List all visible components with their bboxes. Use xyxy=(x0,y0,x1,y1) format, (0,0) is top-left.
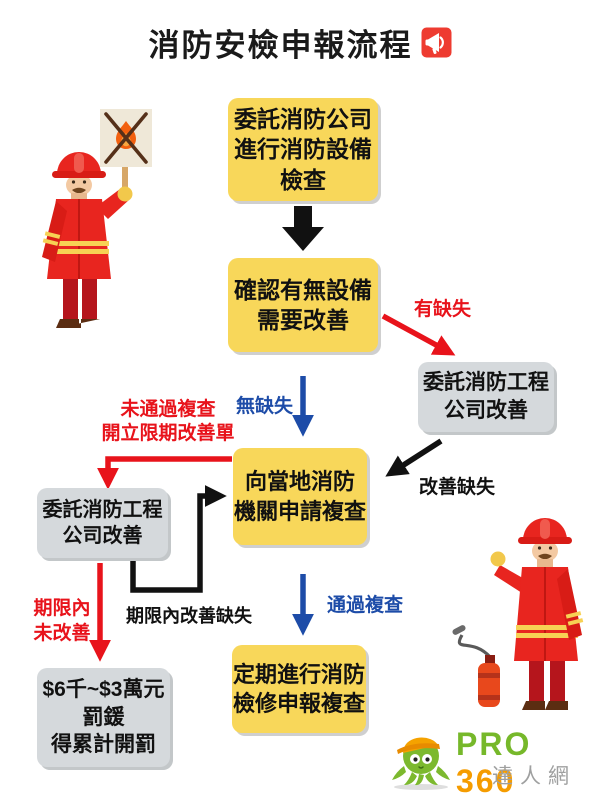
box-text: 定期進行消防 xyxy=(232,661,365,687)
firefighter-right-illustration xyxy=(452,518,584,710)
label-improve-defect: 改善缺失 xyxy=(419,477,496,498)
box-text: 需要改善 xyxy=(257,307,349,333)
octopus-mascot-icon xyxy=(392,737,450,790)
arrow-improve-defect xyxy=(385,438,443,477)
pro360-logo: PRO 360 達人網 xyxy=(388,710,593,799)
label-fixed-in-time: 期限內改善缺失 xyxy=(126,606,252,626)
box-text: 委託消防公司 xyxy=(234,105,372,132)
firefighter-left-figure xyxy=(42,152,133,328)
firefighter-left-illustration xyxy=(42,109,152,328)
flow-box-periodic-review: 定期進行消防 檢修申報複查 xyxy=(232,645,366,733)
flow-box-fine: $6千~$3萬元 罰鍰 得累計開罰 xyxy=(37,668,170,767)
label-has-defect: 有缺失 xyxy=(414,299,472,320)
label-line: 未改善 xyxy=(33,623,91,644)
box-text: 檢查 xyxy=(280,166,326,193)
box-text: 確認有無設備 xyxy=(234,276,372,303)
fire-extinguisher xyxy=(452,625,500,707)
flow-box-apply-review: 向當地消防 機關申請複查 xyxy=(233,448,367,545)
flow-box-confirm-defect: 確認有無設備 需要改善 xyxy=(228,258,378,352)
label-line: 未通過複查 xyxy=(120,399,216,420)
logo-pro-text: PRO xyxy=(456,726,532,762)
firefighter-right-figure xyxy=(490,518,584,710)
logo-wordmark: PRO 360 xyxy=(456,726,593,800)
box-text: 公司改善 xyxy=(444,399,528,422)
box-text: 進行消防設備 xyxy=(234,136,372,163)
box-text: 機關申請複查 xyxy=(233,498,366,524)
page-title: 消防安檢申報流程 xyxy=(148,28,413,63)
box-text: 公司改善 xyxy=(62,525,143,547)
label-line: 開立限期改善單 xyxy=(101,423,235,444)
no-fire-sign xyxy=(100,109,152,201)
label-fail-review: 未通過複查 開立限期改善單 xyxy=(93,398,243,446)
arrow-step1-to-step2 xyxy=(282,206,324,251)
flow-box-entrust-inspection: 委託消防公司 進行消防設備 檢查 xyxy=(228,98,378,201)
logo-360-text: 360 xyxy=(456,763,516,799)
logo-subtitle: 達人網 xyxy=(492,765,576,788)
megaphone-icon xyxy=(421,27,451,58)
flow-box-engineering-company-left: 委託消防工程 公司改善 xyxy=(37,488,168,558)
label-no-defect: 無缺失 xyxy=(236,396,294,417)
box-text: 檢修申報複查 xyxy=(232,691,365,716)
label-pass-review: 通過複查 xyxy=(327,595,404,616)
box-text: $6千~$3萬元 xyxy=(42,677,165,701)
box-text: 向當地消防 xyxy=(244,469,355,495)
label-line: 期限內 xyxy=(33,598,91,619)
label-overdue-not-fixed: 期限內 未改善 xyxy=(33,596,91,646)
header: 消防安檢申報流程 xyxy=(0,20,600,65)
box-text: 得累計開罰 xyxy=(51,733,156,757)
box-text: 委託消防工程 xyxy=(423,371,549,395)
arrow-fail-review xyxy=(97,456,232,490)
box-text: 罰鍰 xyxy=(82,705,125,729)
flow-box-engineering-company-right: 委託消防工程 公司改善 xyxy=(418,362,554,432)
box-text: 委託消防工程 xyxy=(42,498,163,521)
